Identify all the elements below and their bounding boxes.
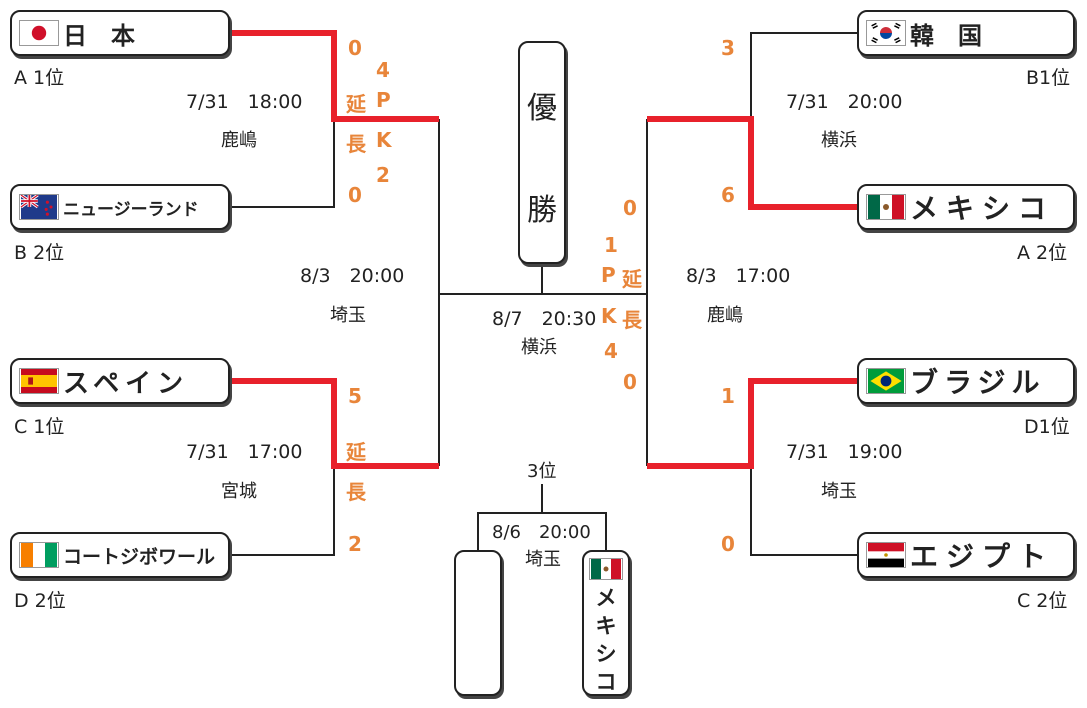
brazil-flag-icon <box>866 368 906 394</box>
match-venue: 埼玉 <box>821 481 857 502</box>
team-name: スペイン <box>63 368 190 399</box>
third-place-label: 3位 <box>527 461 557 482</box>
win-line-mexico <box>647 116 857 210</box>
score: 2 <box>348 532 362 556</box>
mexico-flag-icon <box>589 558 623 580</box>
match-date: 7/31 18:00 <box>186 91 303 113</box>
pk-label: P <box>376 88 391 112</box>
group-label: D1位 <box>1024 416 1070 438</box>
match-venue: 埼玉 <box>330 305 366 326</box>
group-label: A 1位 <box>14 67 65 89</box>
team-name: メキシコ <box>910 192 1055 225</box>
group-label: A 2位 <box>1017 242 1068 264</box>
line-korea <box>750 32 857 119</box>
group-label: C 1位 <box>14 416 65 438</box>
score: 3 <box>721 36 735 60</box>
pk-label: K <box>601 304 617 328</box>
match-date: 8/7 20:30 <box>492 308 597 330</box>
match-date: 7/31 19:00 <box>786 441 903 463</box>
pk-score: 4 <box>376 58 390 82</box>
champion-char: 勝 <box>527 193 557 228</box>
win-line-spain <box>230 378 439 469</box>
score: 0 <box>348 36 362 60</box>
team-name: エジプト <box>910 540 1055 573</box>
team-spain: スペイン <box>10 358 230 404</box>
third-winner-char: キ <box>595 614 617 638</box>
match-venue: 横浜 <box>821 130 857 151</box>
group-label: B 2位 <box>14 242 65 264</box>
match-venue: 埼玉 <box>525 549 561 570</box>
extra-time-label: 長 <box>346 132 366 156</box>
new-zealand-flag-icon <box>19 194 59 220</box>
pk-label: P <box>601 263 616 287</box>
extra-time-label: 延 <box>346 92 366 116</box>
pk-label: K <box>376 128 392 152</box>
win-line-brazil <box>647 378 857 469</box>
line-nz <box>230 119 335 208</box>
team-name: 日 本 <box>63 21 135 50</box>
line-ivory <box>230 466 335 556</box>
team-new-zealand: ニュージーランド <box>10 184 230 230</box>
team-brazil: ブラジル <box>857 358 1075 404</box>
third-place-winner-box: メ キ シ コ <box>582 550 630 696</box>
score: 0 <box>623 196 637 220</box>
score: 5 <box>348 384 362 408</box>
match-venue: 宮城 <box>221 481 257 502</box>
third-winner-char: メ <box>595 586 617 610</box>
champion-char: 優 <box>527 91 557 126</box>
extra-time-label: 長 <box>622 308 642 332</box>
team-name: ニュージーランド <box>63 199 199 220</box>
mexico-flag-icon <box>866 194 906 220</box>
group-label: D 2位 <box>14 590 66 612</box>
match-venue: 鹿嶋 <box>221 130 257 151</box>
team-name: コートジボワール <box>63 545 216 568</box>
extra-time-label: 長 <box>346 480 366 504</box>
extra-time-label: 延 <box>622 267 642 291</box>
match-date: 7/31 17:00 <box>186 441 303 463</box>
match-date: 8/3 20:00 <box>300 265 405 287</box>
team-korea: 韓 国 <box>857 10 1075 56</box>
match-date: 8/6 20:00 <box>492 522 591 543</box>
korea-flag-icon <box>866 20 906 46</box>
spain-flag-icon <box>19 368 59 394</box>
ivory-coast-flag-icon <box>19 542 59 568</box>
team-japan: 日 本 <box>10 10 230 56</box>
line-third <box>477 484 607 550</box>
score: 0 <box>623 370 637 394</box>
win-line-japan <box>230 30 439 122</box>
pk-score: 4 <box>604 339 618 363</box>
pk-score: 2 <box>376 163 390 187</box>
pk-score: 1 <box>604 233 618 257</box>
third-place-loser-box <box>454 550 502 696</box>
team-mexico: メキシコ <box>857 184 1075 230</box>
third-winner-char: シ <box>595 642 617 666</box>
team-name: ブラジル <box>910 366 1046 399</box>
group-label: C 2位 <box>1017 590 1068 612</box>
match-venue: 横浜 <box>521 337 557 358</box>
team-egypt: エジプト <box>857 532 1075 578</box>
japan-flag-icon <box>19 20 59 46</box>
team-name: 韓 国 <box>910 21 982 50</box>
score: 0 <box>348 183 362 207</box>
egypt-flag-icon <box>866 542 906 568</box>
match-venue: 鹿嶋 <box>707 305 743 326</box>
score: 1 <box>721 384 735 408</box>
team-ivory-coast: コートジボワール <box>10 532 230 578</box>
extra-time-label: 延 <box>346 440 366 464</box>
group-label: B1位 <box>1026 67 1071 89</box>
third-winner-char: コ <box>595 670 617 694</box>
match-date: 7/31 20:00 <box>786 91 903 113</box>
score: 0 <box>721 532 735 556</box>
line-egypt <box>750 466 857 556</box>
champion-box: 優 勝 <box>518 41 566 264</box>
match-date: 8/3 17:00 <box>686 265 791 287</box>
score: 6 <box>721 183 735 207</box>
